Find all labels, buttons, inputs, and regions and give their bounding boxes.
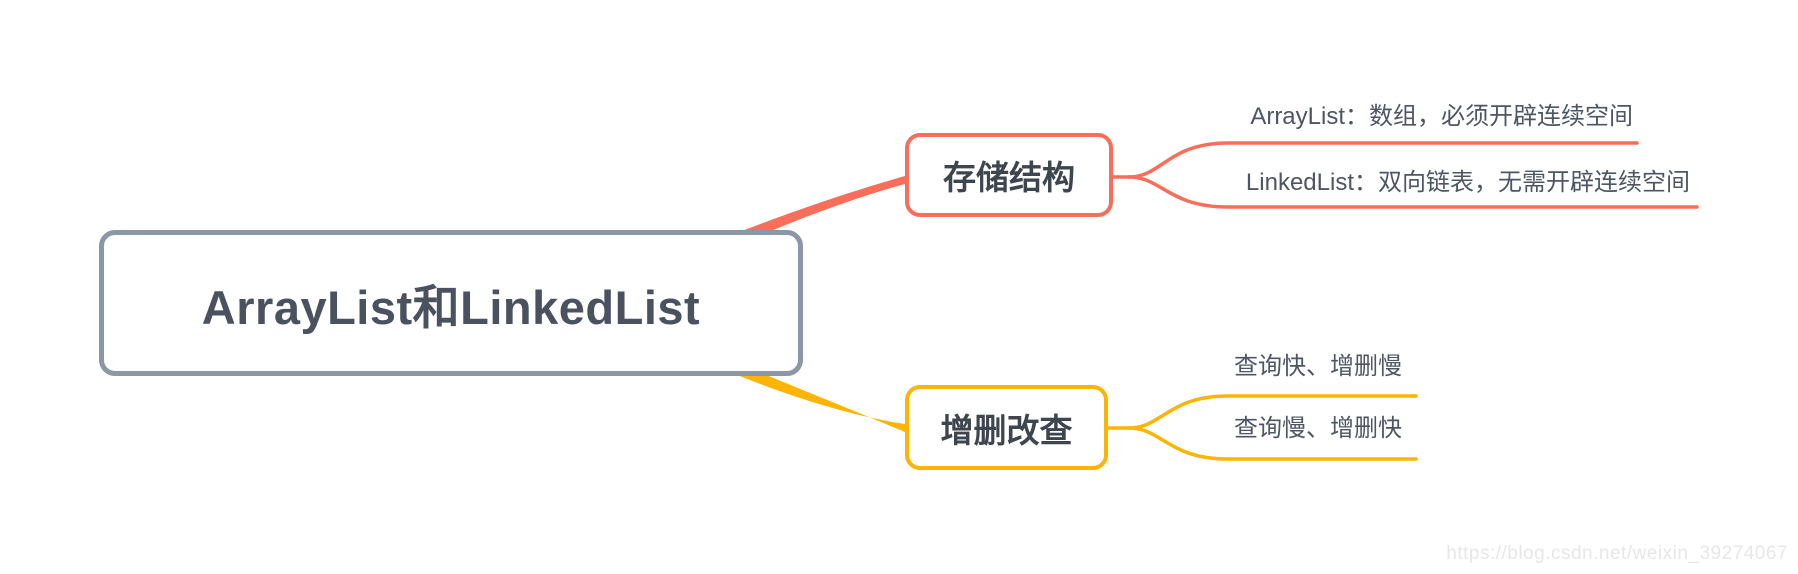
watermark-url: https://blog.csdn.net/weixin_39274067 [1446, 543, 1788, 564]
root-topic-node[interactable]: ArrayList和LinkedList [99, 230, 803, 376]
leaf-storage-arraylist[interactable]: ArrayList：数组，必须开辟连续空间 [1250, 103, 1633, 130]
branch-curve-crud [737, 375, 905, 432]
branch-label-storage: 存储结构 [943, 159, 1075, 196]
branch-node-crud[interactable]: 增删改查 [905, 385, 1108, 470]
leaf-crud-query-fast[interactable]: 查询快、增删慢 [1234, 353, 1402, 380]
branch-node-storage[interactable]: 存储结构 [905, 133, 1113, 217]
leaf-crud-query-slow[interactable]: 查询慢、增删快 [1234, 415, 1402, 442]
leaf-storage-linkedlist[interactable]: LinkedList：双向链表，无需开辟连续空间 [1245, 169, 1690, 196]
branch-curve-storage [737, 176, 905, 233]
root-topic-label: ArrayList和LinkedList [201, 280, 701, 334]
branch-label-crud: 增删改查 [940, 411, 1073, 449]
